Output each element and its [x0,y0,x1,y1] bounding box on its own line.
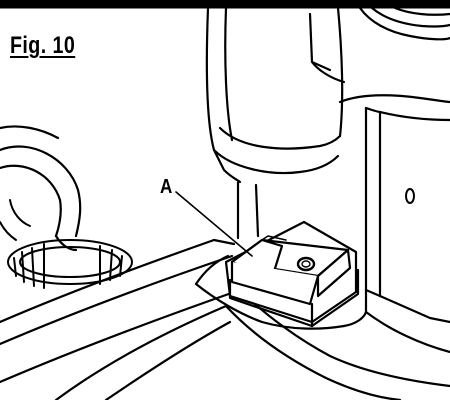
ribbed-ring [7,239,133,289]
screw-hole [405,188,415,204]
rocker-switch [224,220,360,328]
top-right-rim [358,6,450,41]
base-plate [0,238,450,400]
callout-a-leader [175,191,253,257]
top-border-bar [0,0,450,9]
right-side-block [338,94,450,324]
indicator-light [296,256,316,272]
upright-housing [205,6,346,240]
callout-label-a: A [160,176,173,198]
figure-title: Fig. 10 [10,32,76,59]
left-arcs [0,199,31,241]
elbow-pipe [0,125,82,252]
